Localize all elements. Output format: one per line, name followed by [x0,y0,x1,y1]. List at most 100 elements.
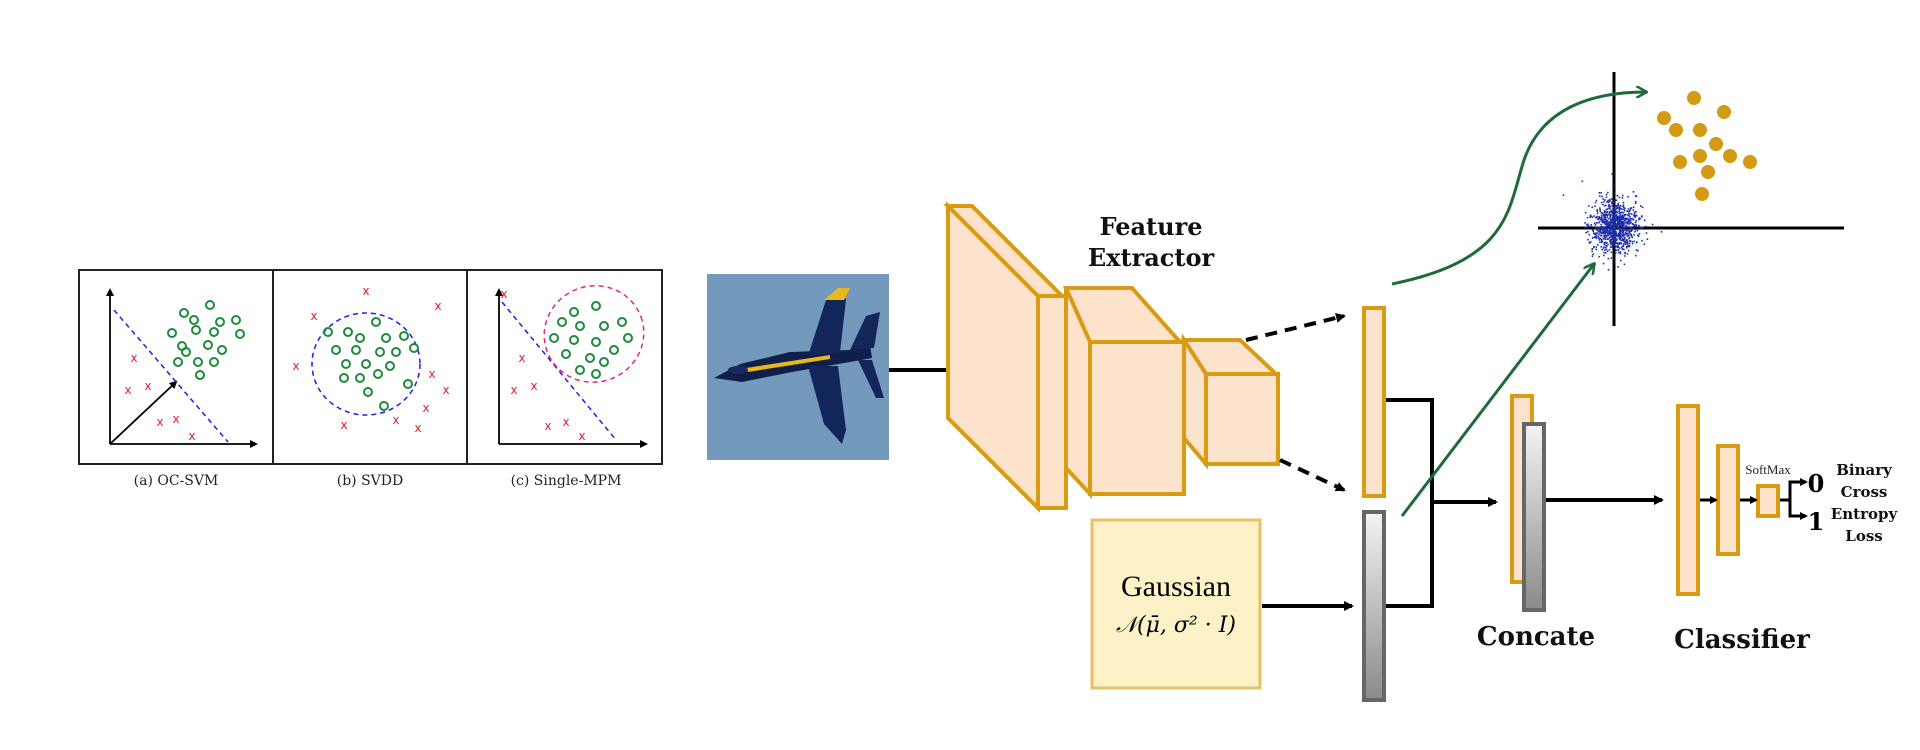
noise-point [1634,215,1637,217]
softmax-label: SoftMax [1745,462,1791,477]
noise-point [1633,215,1636,217]
noise-point [1605,248,1608,251]
noise-point [1619,233,1622,236]
noise-point [1623,208,1625,211]
noise-point [1645,225,1647,228]
noise-point [1628,236,1631,239]
noise-point [1612,233,1615,235]
noise-point [1603,213,1606,216]
noise-point [1619,225,1622,228]
noise-point [1630,221,1632,224]
noise-point [1623,233,1625,236]
svg-text:x: x [562,415,569,429]
noise-point [1638,233,1641,235]
feature-extractor-label-line1: Feature [1100,212,1203,241]
noise-point [1635,214,1638,217]
noise-point [1627,223,1629,225]
noise-point [1639,226,1642,229]
noise-point [1589,214,1592,217]
noise-point [1599,234,1602,237]
noise-point [1627,196,1629,198]
noise-point [1633,240,1636,243]
noise-point [1604,238,1607,240]
noise-point [1626,253,1629,255]
noise-point [1634,230,1636,233]
noise-point [1627,245,1629,248]
noise-point [1612,218,1614,221]
noise-point [1615,232,1617,235]
noise-point [1629,209,1631,212]
noise-point [1611,205,1614,207]
noise-point [1633,211,1636,214]
noise-point [1660,231,1663,233]
noise-point [1598,239,1601,241]
noise-point [1633,234,1635,236]
noise-point [1608,227,1611,229]
noise-point [1616,239,1618,241]
noise-point [1606,214,1608,216]
noise-point [1609,200,1611,202]
noise-point [1603,235,1605,238]
noise-point [1610,241,1612,243]
loss-line1: Binary [1836,461,1893,479]
feature-vector [1362,306,1386,498]
noise-point [1613,218,1616,220]
noise-point [1626,214,1629,216]
noise-point [1595,234,1597,236]
noise-point [1604,218,1606,221]
noise-point [1617,234,1620,236]
noise-point [1628,212,1630,215]
noise-point [1624,225,1627,228]
noise-point [1616,246,1619,249]
noise-point [1585,231,1587,234]
noise-point [1598,217,1601,220]
noise-point [1630,228,1632,231]
noise-point [1614,239,1617,242]
noise-point [1628,237,1630,240]
noise-point [1622,218,1624,220]
noise-point [1617,249,1619,251]
noise-point [1634,195,1637,197]
noise-point [1615,214,1618,216]
noise-point [1631,242,1634,245]
svg-text:x: x [362,284,369,298]
noise-point [1600,238,1603,241]
noise-point [1631,217,1633,220]
noise-point [1617,235,1620,238]
noise-point [1602,238,1605,240]
svg-text:x: x [510,383,517,397]
noise-point [1611,229,1614,232]
noise-point [1614,226,1617,228]
conv-block-2-front [1088,340,1186,496]
noise-point [1625,232,1627,234]
noise-point [1624,240,1627,242]
noise-point [1618,207,1621,209]
noise-point [1588,233,1591,236]
noise-point [1626,240,1629,243]
svg-text:x: x [530,379,537,393]
noise-point [1626,243,1629,245]
noise-point [1604,216,1606,218]
noise-point [1634,202,1637,204]
noise-point [1614,232,1616,234]
noise-point [1618,227,1620,230]
noise-point [1645,232,1648,234]
noise-point [1604,226,1606,229]
noise-point [1602,220,1605,222]
noise-point [1640,205,1642,207]
noise-point [1603,219,1605,221]
classifier-layer-2 [1716,444,1740,556]
noise-point [1611,228,1613,230]
noise-point [1606,229,1608,231]
noise-point [1599,229,1602,232]
noise-point [1622,239,1624,242]
noise-point [1619,238,1621,241]
noise-point [1603,234,1606,237]
noise-point [1625,233,1628,235]
svg-text:x: x [414,421,421,435]
dashed-arrow-top [1245,313,1346,342]
noise-point [1629,220,1631,222]
noise-point [1599,238,1601,240]
noise-point [1598,233,1600,236]
